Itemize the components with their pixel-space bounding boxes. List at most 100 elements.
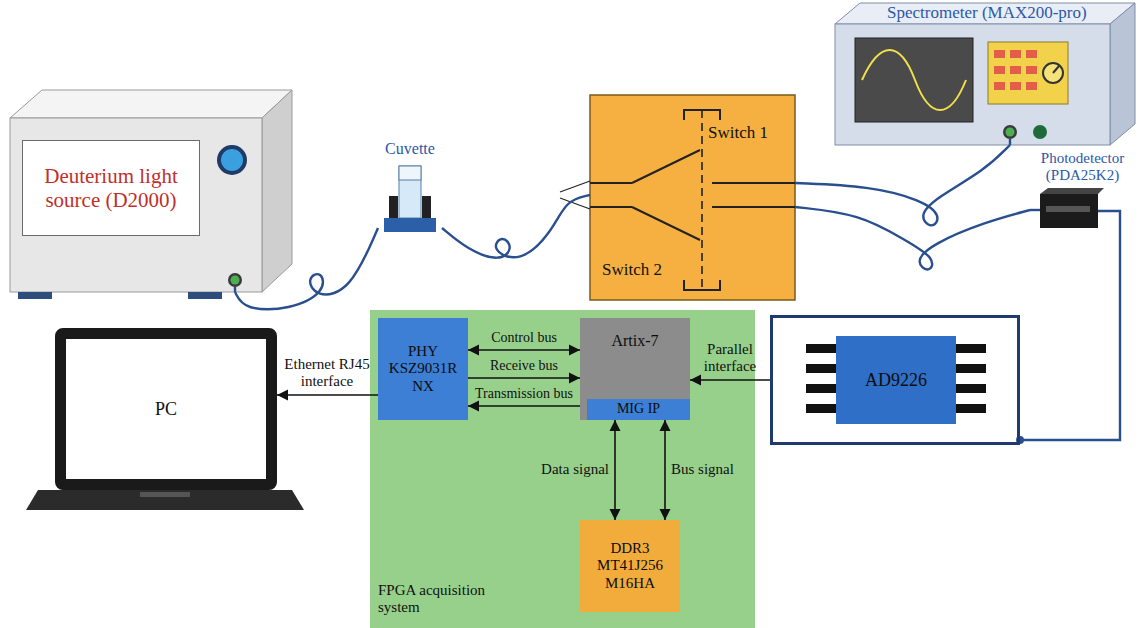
chip-body: [836, 336, 956, 424]
light-source-body: [10, 90, 292, 299]
knob: [221, 149, 243, 171]
laptop-base: [26, 490, 304, 510]
fpga-chip: Artix-7MIG IP: [580, 318, 690, 420]
switch-housing: [590, 95, 795, 300]
optical-fiber: [795, 207, 1030, 269]
switch-blade: [632, 207, 700, 240]
detector-body: [1040, 194, 1098, 228]
knob: [217, 145, 247, 175]
fiber-port: [228, 273, 242, 287]
switch-terminal: [590, 182, 632, 184]
adc-chip-figure: [806, 336, 1024, 444]
key: [1010, 82, 1021, 90]
signal-connector: [468, 377, 580, 379]
switch-figure: [560, 95, 795, 300]
ip-core: MIG IP: [587, 399, 690, 420]
knob: [1053, 66, 1059, 73]
keypad: [988, 42, 1068, 104]
chip-label: Artix-7: [611, 332, 658, 350]
signal-connector: [690, 379, 770, 381]
chip-pin: [956, 364, 986, 373]
fiber-stub: [1009, 139, 1011, 145]
switch-label: Switch 1: [708, 123, 768, 143]
ip-label: MIG IP: [617, 401, 660, 417]
chip-pin: [806, 384, 836, 393]
port: [1033, 125, 1047, 139]
spectrometer-device: Spectrometer (MAX200-pro): [835, 2, 1135, 145]
fiber-stub: [1030, 209, 1040, 211]
device-side: [262, 90, 292, 292]
signal-connector: [468, 349, 580, 351]
device-label: Photodetector (PDA25K2): [1030, 150, 1135, 185]
chip-pin: [956, 404, 986, 413]
optical-fiber: [795, 145, 1010, 225]
laptop-figure: [26, 490, 304, 510]
light-source-device: Deuterium light source (D2000): [10, 118, 262, 292]
fpga-board-fill: [370, 310, 755, 628]
switch-label: Switch 2: [602, 260, 662, 280]
chip-label: DDR3 MT41J256 M16HA: [593, 540, 667, 592]
chip-pin: [806, 364, 836, 373]
device-front: [835, 24, 1110, 145]
waveform: [862, 50, 966, 110]
device-label: Spectrometer (MAX200-pro): [887, 3, 1087, 23]
key: [1010, 50, 1021, 58]
cuvette-label: Cuvette: [378, 140, 442, 158]
chip-pin: [806, 344, 836, 353]
signal-connector: [614, 420, 616, 520]
chip-label: PHY KSZ9031R NX: [386, 343, 460, 395]
interface-label: Parallel interface: [692, 341, 768, 376]
chip-pin: [956, 344, 986, 353]
fiber-port: [1003, 125, 1017, 139]
interface-label: Ethernet RJ45 interface: [279, 356, 375, 391]
detector-top: [1040, 188, 1104, 194]
computer-label: PC: [155, 399, 177, 420]
device-foot: [188, 292, 222, 299]
device-top: [835, 3, 1135, 24]
device-screen: [855, 38, 973, 122]
signal-connector: [1020, 232, 1120, 440]
cuvette-holder: [384, 218, 436, 232]
key: [994, 82, 1005, 90]
memory-chip: DDR3 MT41J256 M16HA: [580, 520, 680, 612]
optical-fiber: [235, 228, 378, 309]
device-front: [10, 118, 262, 292]
photodetector-figure: [1030, 188, 1120, 232]
bus-label: Control bus: [491, 330, 557, 346]
switch-terminal: [712, 206, 795, 208]
optical-fiber: [442, 195, 590, 258]
chip-label: AD9226: [836, 336, 956, 424]
device-top: [10, 90, 292, 118]
signal-connector: [664, 420, 666, 520]
adc-module: AD9226: [770, 315, 1020, 445]
laptop-screen: PC: [55, 328, 277, 490]
signal-label: Bus signal: [671, 461, 734, 478]
cuvette-figure: [384, 166, 436, 232]
device-foot: [18, 292, 52, 299]
cuvette-glass: [399, 166, 421, 180]
board-label: FPGA acquisition system: [378, 582, 508, 617]
switch-terminal: [712, 182, 795, 184]
device-screen-label: Deuterium light source (D2000): [22, 140, 200, 236]
fiber-port: [1006, 128, 1015, 137]
bus-label: Receive bus: [490, 358, 558, 374]
switch-blade: [632, 150, 700, 183]
cuvette-glass: [399, 166, 421, 218]
key: [1026, 82, 1037, 90]
device-side: [1110, 3, 1135, 145]
gang-link: [701, 110, 703, 290]
gang-bracket: [684, 110, 720, 120]
signal-label: Data signal: [541, 461, 609, 478]
fiber-taper: [560, 181, 590, 192]
bus-label: Transmission bus: [475, 386, 573, 402]
fiber-port: [231, 276, 240, 285]
laptop-hinge: [140, 492, 190, 497]
fiber-stub: [234, 287, 236, 292]
key: [1026, 66, 1037, 74]
chip-pin: [956, 384, 986, 393]
detector-band: [1046, 206, 1090, 212]
gang-bracket: [684, 280, 720, 290]
switch-box: Switch 1 Switch 2: [590, 95, 795, 300]
